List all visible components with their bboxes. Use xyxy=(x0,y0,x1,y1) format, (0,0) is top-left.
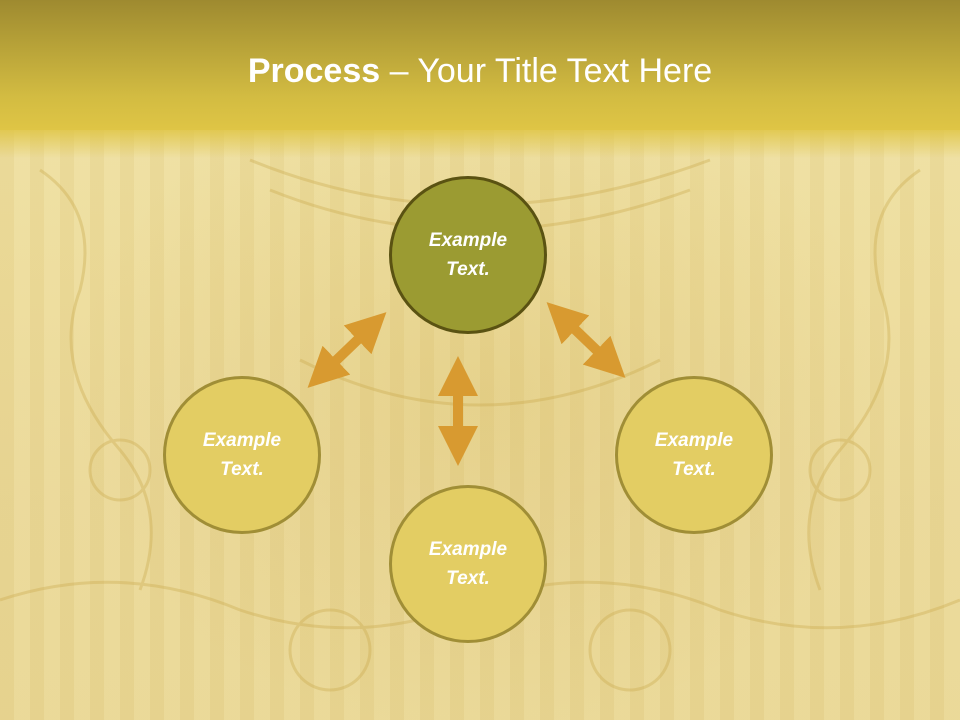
node-label-line1: Example xyxy=(654,430,734,451)
node-label-line2: Text. xyxy=(672,459,716,480)
title-bold: Process xyxy=(247,52,381,90)
node-label-line1: Example xyxy=(428,230,508,251)
slide-title: Process – Your Title Text Here xyxy=(0,52,960,91)
title-bar xyxy=(0,0,960,130)
title-rest: – Your Title Text Here xyxy=(380,52,713,90)
node-label-line2: Text. xyxy=(446,259,490,280)
node-label-line1: Example xyxy=(202,430,282,451)
node-label-line2: Text. xyxy=(446,568,490,589)
node-label-line2: Text. xyxy=(220,459,264,480)
double-arrow-left xyxy=(307,312,387,388)
node-label-line1: Example xyxy=(428,539,508,560)
title-bar-fade xyxy=(0,128,960,158)
double-arrow-right xyxy=(546,302,626,378)
